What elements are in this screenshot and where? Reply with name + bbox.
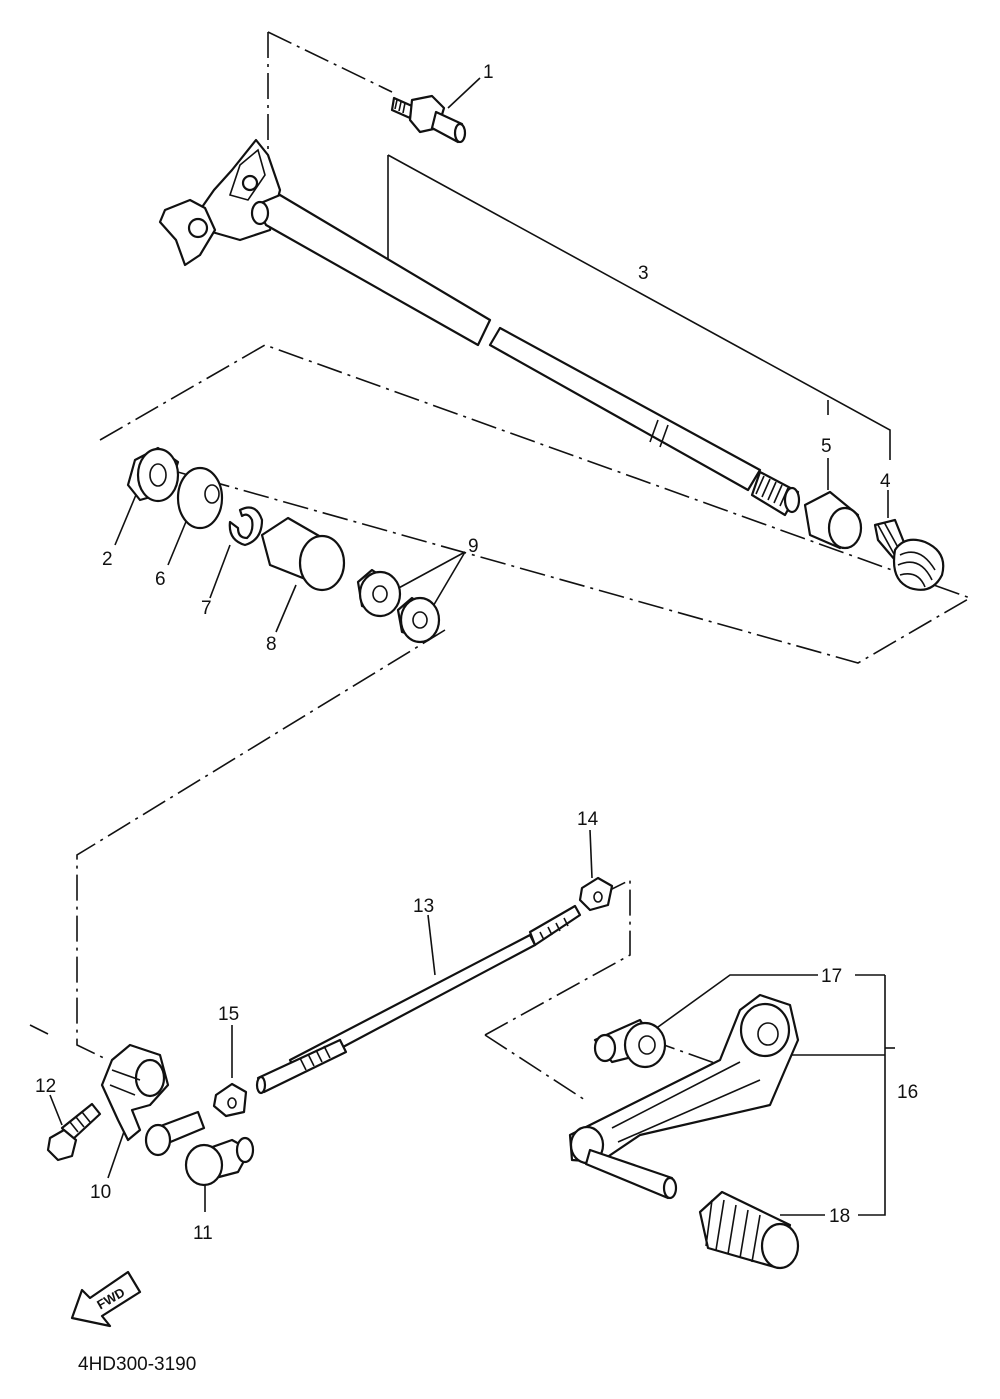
part-1-pin-bolt [390, 94, 467, 144]
callout-3: 3 [638, 263, 649, 284]
callout-2: 2 [102, 549, 113, 570]
part-12-bolt [46, 1102, 102, 1162]
part-15-nut [212, 1082, 248, 1118]
callout-16: 16 [897, 1082, 918, 1103]
part-7-circlip [228, 506, 264, 547]
callout-18: 18 [829, 1206, 850, 1227]
callout-15: 15 [218, 1004, 239, 1025]
part-5-collar [803, 490, 863, 550]
callout-9: 9 [468, 536, 479, 557]
callout-6: 6 [155, 569, 166, 590]
callout-11: 11 [193, 1223, 213, 1244]
callout-8: 8 [266, 634, 277, 655]
callout-5: 5 [821, 436, 832, 457]
part-2-oil-seal [126, 446, 180, 503]
part-6-washer [176, 466, 224, 530]
part-10-shift-arm [100, 1043, 206, 1157]
callout-13: 13 [413, 896, 434, 917]
callout-14: 14 [577, 809, 599, 830]
assembly-guide-lines [29, 31, 972, 1101]
callout-4: 4 [880, 471, 891, 492]
part-8-bush [260, 516, 346, 592]
part-14-lock-nut [578, 876, 614, 912]
callout-1: 1 [483, 62, 494, 83]
part-13-shift-rod [255, 904, 582, 1095]
forward-direction-arrow: FWD [70, 1270, 142, 1328]
callout-10: 10 [90, 1182, 111, 1203]
callout-17: 17 [821, 966, 842, 987]
leader-lines [49, 77, 895, 1216]
part-17-link-joint [593, 1018, 667, 1069]
part-18-pedal-rubber [698, 1190, 800, 1270]
callout-12: 12 [35, 1076, 56, 1097]
callout-7: 7 [201, 598, 212, 619]
diagram-code: 4HD300-3190 [78, 1354, 196, 1375]
part-11-joint [184, 1136, 255, 1187]
part-9-bearings [356, 568, 441, 644]
part-4-return-spring [873, 518, 945, 591]
part-16-shift-pedal [568, 993, 800, 1200]
part-3-shift-shaft [158, 138, 801, 517]
callout-labels: 1 2 3 4 5 6 7 8 9 10 11 12 13 14 15 16 1… [35, 62, 918, 1244]
